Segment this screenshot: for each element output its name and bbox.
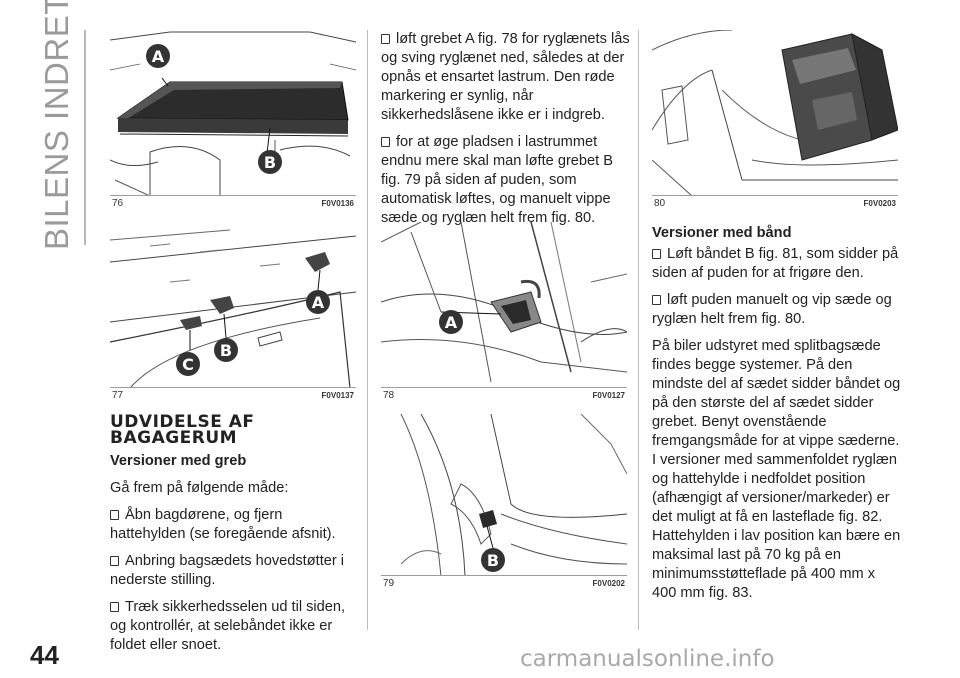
figure-78-label-a: A (445, 313, 458, 332)
figure-79-label-b: B (487, 551, 499, 570)
section-side-rule (84, 30, 86, 245)
bullet-icon (652, 295, 661, 305)
paragraph-split-seat: På biler udstyret med splitbagsæde finde… (652, 338, 901, 449)
figure-78: A 78 F0V0127 (381, 222, 627, 404)
list-item: Åbn bagdørene, og fjern hattehylden (se … (110, 507, 336, 542)
subheading-versions-with-strap: Versioner med bånd (652, 225, 792, 241)
figure-78-number: 78 (383, 390, 395, 401)
figure-80-number: 80 (654, 198, 666, 209)
figure-77-number: 77 (112, 390, 124, 401)
column-divider-1 (367, 30, 368, 630)
page-number: 44 (30, 640, 59, 670)
figure-79-number: 79 (383, 578, 395, 589)
bullet-icon (652, 249, 661, 259)
section-heading: UDVIDELSE AF BAGAGERUM (110, 412, 255, 448)
column-divider-2 (638, 30, 639, 630)
figure-77-code: F0V0137 (321, 391, 354, 400)
figure-78-illustration: A (381, 222, 627, 383)
column-1-text: UDVIDELSE AF BAGAGERUM Versioner med gre… (110, 414, 358, 663)
figure-80-code: F0V0203 (863, 199, 896, 208)
figure-77-illustration: A B C (110, 229, 356, 388)
subheading-versions-with-handle: Versioner med greb (110, 453, 247, 469)
watermark: carmanualsonline.info (520, 646, 775, 672)
figure-77-label-a: A (312, 293, 325, 312)
figure-76-code: F0V0136 (321, 199, 354, 208)
list-item: Træk sikkerhedsselen ud til siden, og ko… (110, 599, 346, 653)
figure-76-number: 76 (112, 198, 124, 209)
figure-79: B 79 F0V0202 (381, 414, 627, 592)
figure-76: A B 76 F0V0136 (110, 30, 356, 212)
figure-77-label-b: B (220, 341, 232, 360)
figure-76-label-a: A (152, 47, 165, 66)
column-2-text: løft grebet A fig. 78 for ryglænets lås … (381, 30, 631, 236)
bullet-icon (381, 137, 390, 147)
figure-76-label-b: B (264, 153, 276, 172)
figure-76-caption: 76 F0V0136 (110, 195, 356, 212)
bullet-icon (110, 602, 119, 612)
list-item: løft grebet A fig. 78 for ryglænets lås … (381, 31, 630, 123)
bullet-icon (110, 510, 119, 520)
bullet-icon (381, 34, 390, 44)
intro-text: Gå frem på følgende måde: (110, 480, 289, 496)
figure-80-caption: 80 F0V0203 (652, 195, 898, 212)
list-item: for at øge pladsen i lastrummet endnu me… (381, 134, 613, 226)
figure-77: A B C 77 F0V0137 (110, 222, 356, 404)
figure-77-caption: 77 F0V0137 (110, 387, 356, 404)
figure-78-code: F0V0127 (592, 391, 625, 400)
bullet-icon (110, 556, 119, 566)
figure-78-caption: 78 F0V0127 (381, 387, 627, 404)
section-side-title: BILENS INDRETNING (38, 0, 75, 250)
figure-76-illustration: A B (110, 31, 356, 196)
figure-79-caption: 79 F0V0202 (381, 575, 627, 592)
list-item: Løft båndet B fig. 81, som sidder på sid… (652, 246, 899, 281)
paragraph-load-surface: I versioner med sammenfoldet ryglæn og h… (652, 452, 901, 601)
figure-77-label-c: C (182, 355, 194, 374)
list-item: løft puden manuelt og vip sæde og ryglæn… (652, 292, 892, 327)
figure-79-code: F0V0202 (592, 579, 625, 588)
column-3-text: Versioner med bånd Løft båndet B fig. 81… (652, 224, 902, 611)
figure-79-illustration: B (400, 414, 627, 576)
list-item: Anbring bagsædets hovedstøtter i nederst… (110, 553, 345, 588)
figure-80-illustration (652, 30, 898, 196)
figure-80: 80 F0V0203 (652, 30, 898, 212)
